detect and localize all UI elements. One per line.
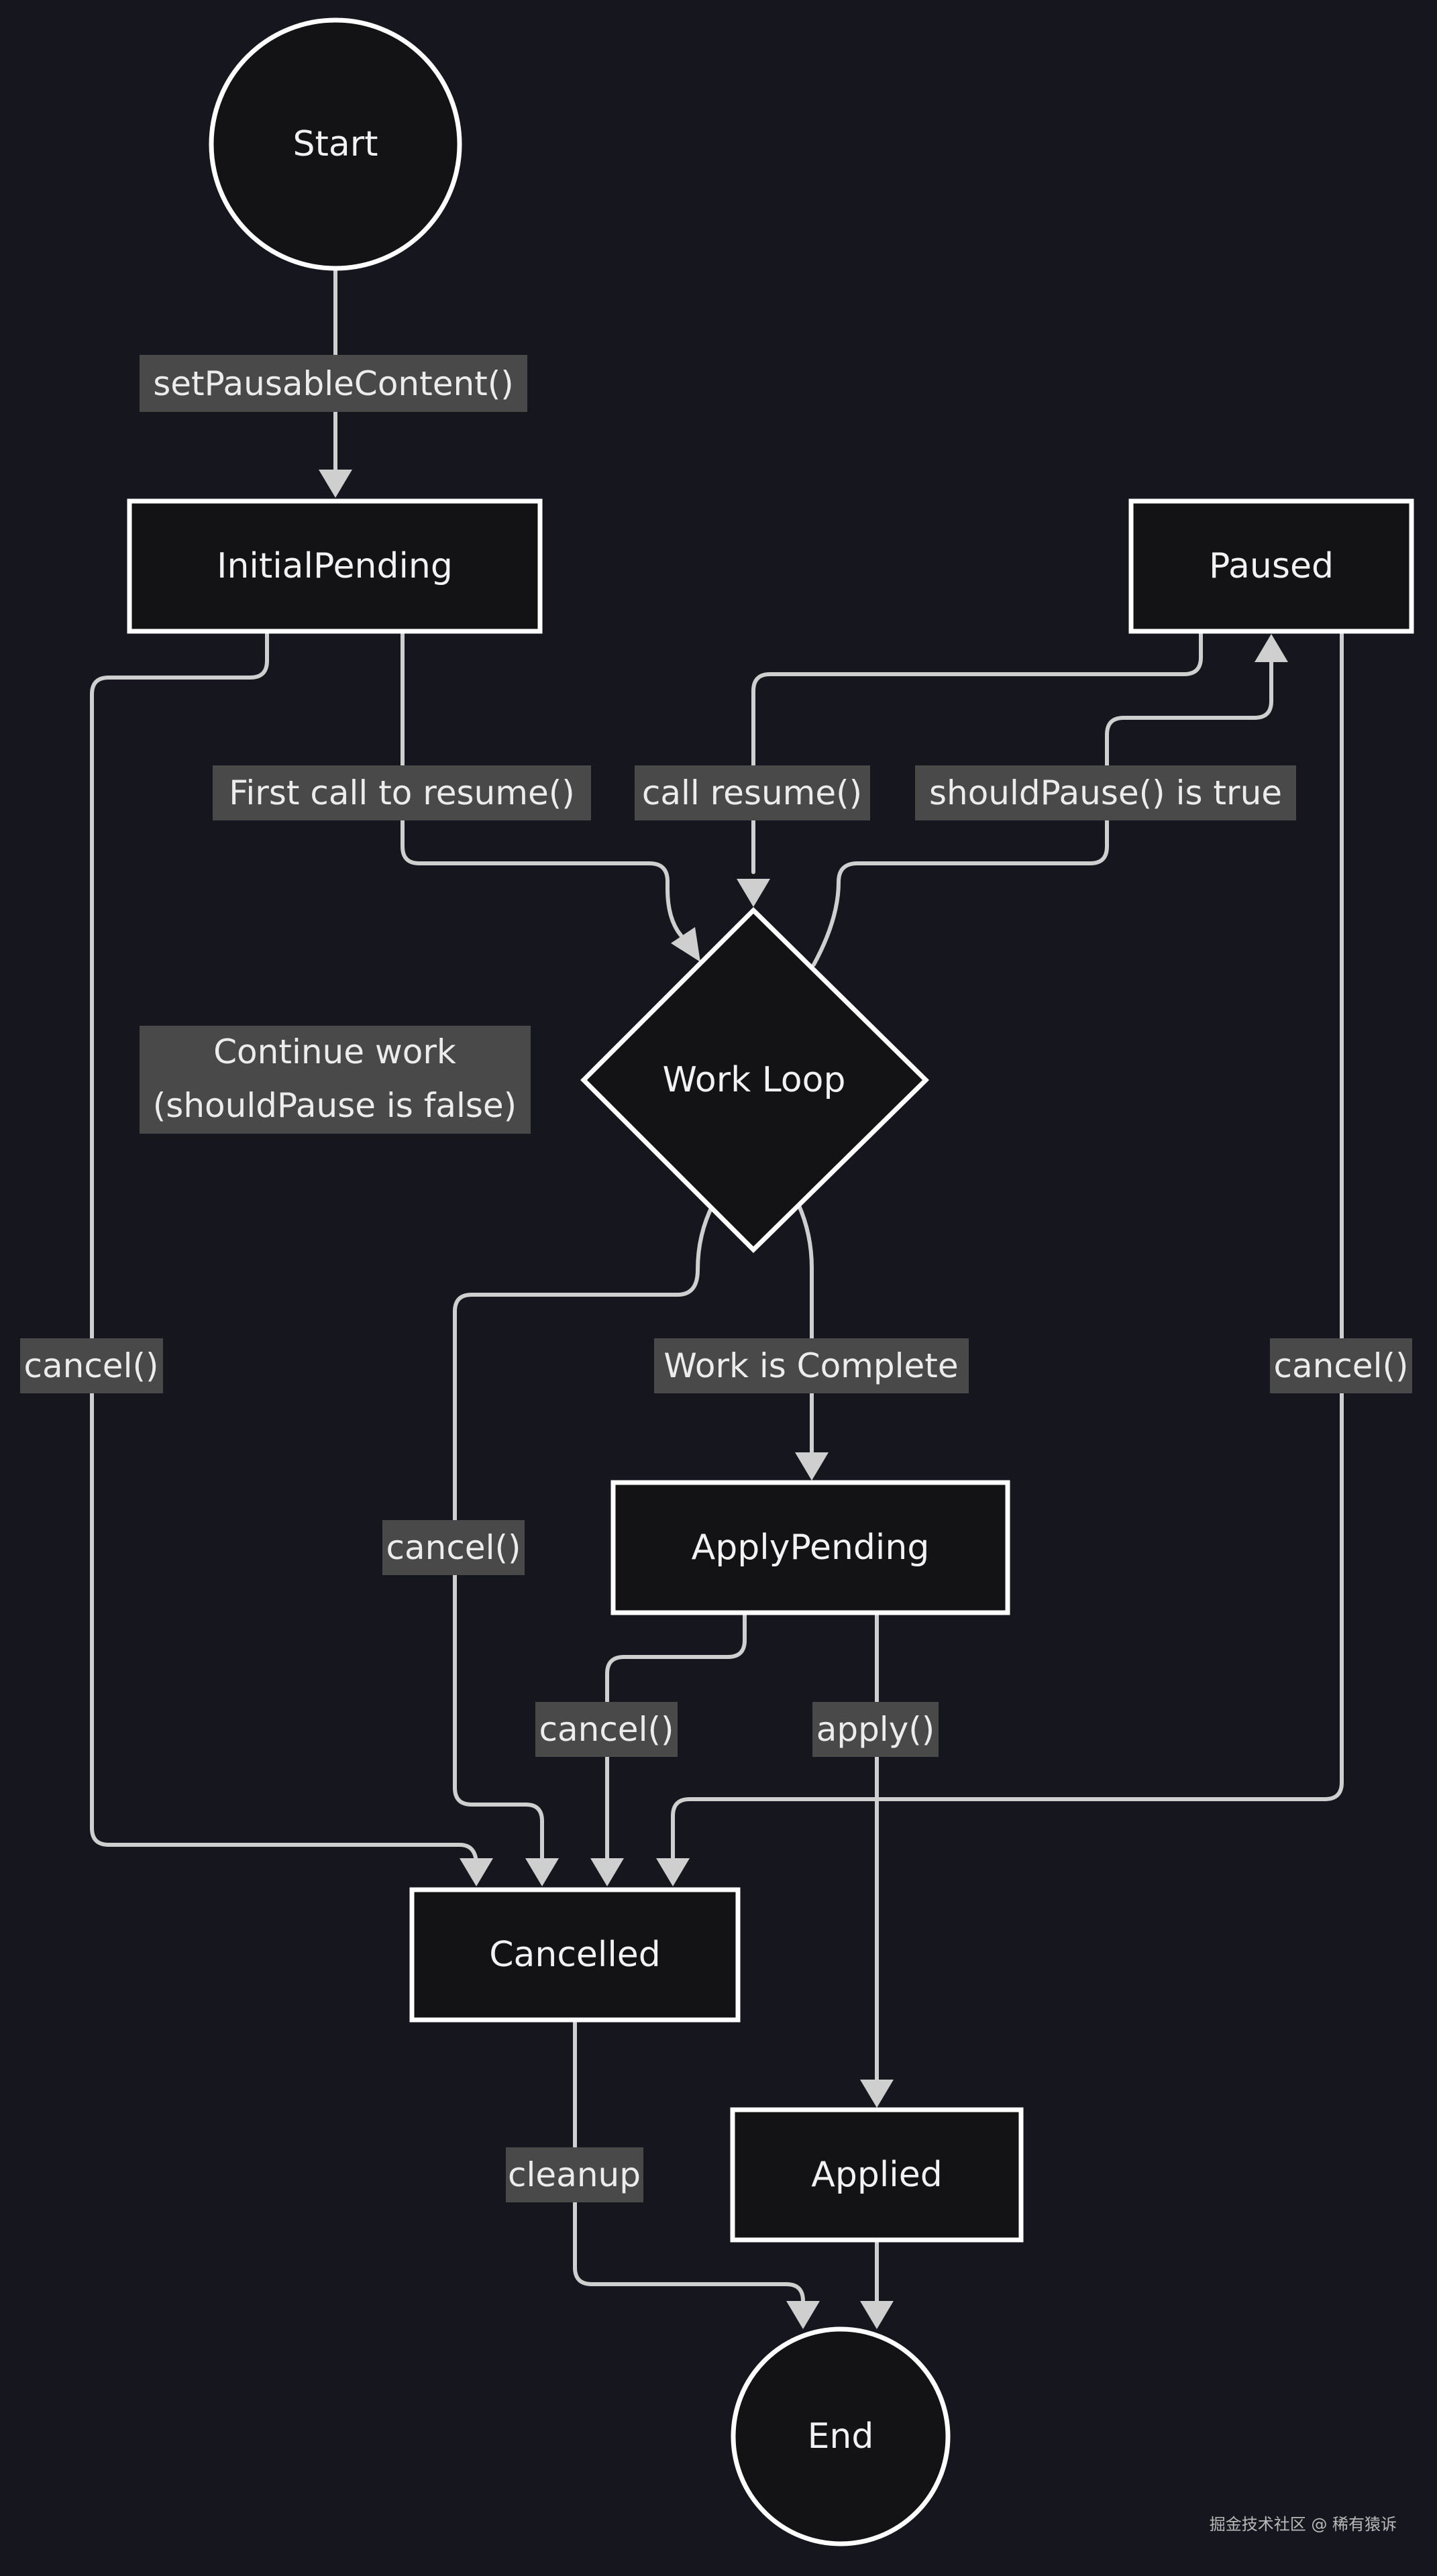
node-applied-label: Applied [811,2155,942,2195]
node-work-loop-label: Work Loop [663,1060,846,1100]
label-text-continue-work-line1: Continue work [213,1032,456,1071]
node-start: Start [209,17,462,271]
node-paused-label: Paused [1209,546,1334,586]
label-text-cancel-paused: cancel() [1274,1346,1409,1385]
label-text-call-resume: call resume() [642,773,862,812]
edge-workloop-to-applypending [796,1202,814,1461]
arrowhead-applied [860,2080,894,2108]
node-end-label: End [808,2416,874,2457]
label-text-set-pausable-content: setPausableContent() [153,364,514,403]
label-text-cancel-apply: cancel() [539,1710,674,1749]
edges [90,268,1344,2329]
node-work-loop: Work Loop [580,907,929,1253]
label-cancel-paused: cancel() [1270,1338,1412,1393]
label-text-continue-work-line2: (shouldPause is false) [153,1086,517,1125]
edge-initialpending-to-workloop [401,630,686,941]
edge-cancelled-to-end [573,2019,805,2310]
label-continue-work: Continue work (shouldPause is false) [140,1026,531,1134]
node-initial-pending: InitialPending [127,498,543,634]
node-end: End [731,2326,951,2546]
node-paused: Paused [1128,498,1414,634]
arrowhead-cancelled-2 [525,1858,559,1886]
label-text-should-pause-true: shouldPause() is true [929,773,1282,812]
label-text-work-complete: Work is Complete [663,1346,958,1385]
label-first-call-to-resume: First call to resume() [213,765,591,820]
arrowhead-end-2 [860,2301,894,2329]
label-cancel-initial: cancel() [20,1338,163,1393]
node-cancelled: Cancelled [409,1887,741,2023]
label-cancel-apply: cancel() [535,1702,678,1757]
edge-labels: setPausableContent() First call to resum… [20,355,1412,2202]
label-text-first-call-to-resume: First call to resume() [229,773,574,812]
edge-initialpending-to-cancelled [90,630,478,1867]
arrowhead-workloop-call-resume [737,879,770,907]
node-applied: Applied [730,2107,1024,2243]
edge-paused-to-workloop [751,630,1203,874]
label-call-resume: call resume() [635,765,870,820]
node-start-label: Start [292,124,378,164]
edge-workloop-to-cancelled [453,1202,715,1867]
label-work-complete: Work is Complete [654,1338,969,1393]
label-text-apply: apply() [816,1710,935,1749]
label-text-cancel-loop: cancel() [386,1528,521,1567]
arrowhead-initialpending [319,470,352,498]
node-apply-pending-label: ApplyPending [692,1527,930,1568]
edge-applypending-to-cancelled [605,1611,747,1867]
watermark-text: 掘金技术社区 @ 稀有猿诉 [1210,2515,1397,2534]
node-cancelled-label: Cancelled [489,1935,661,1975]
edge-workloop-to-paused [812,655,1273,967]
arrowhead-applypending [795,1452,829,1481]
label-set-pausable-content: setPausableContent() [140,355,527,412]
node-apply-pending: ApplyPending [610,1480,1010,1615]
edge-paused-to-cancelled [671,630,1344,1867]
arrowhead-end-1 [786,2301,820,2329]
label-should-pause-true: shouldPause() is true [915,765,1296,820]
arrowhead-paused [1255,634,1288,662]
label-cancel-loop: cancel() [382,1520,525,1575]
label-text-cancel-initial: cancel() [24,1346,159,1385]
label-cleanup: cleanup [506,2147,643,2202]
nodes: Start InitialPending Paused Work Loop Ap… [127,17,1414,2546]
node-initial-pending-label: InitialPending [217,546,453,586]
label-apply: apply() [812,1702,939,1757]
arrowhead-workloop-first-resume [671,927,700,962]
arrowhead-cancelled-4 [656,1858,690,1886]
arrowhead-cancelled-1 [460,1858,493,1886]
arrowhead-cancelled-3 [590,1858,624,1886]
label-text-cleanup: cleanup [508,2155,641,2194]
